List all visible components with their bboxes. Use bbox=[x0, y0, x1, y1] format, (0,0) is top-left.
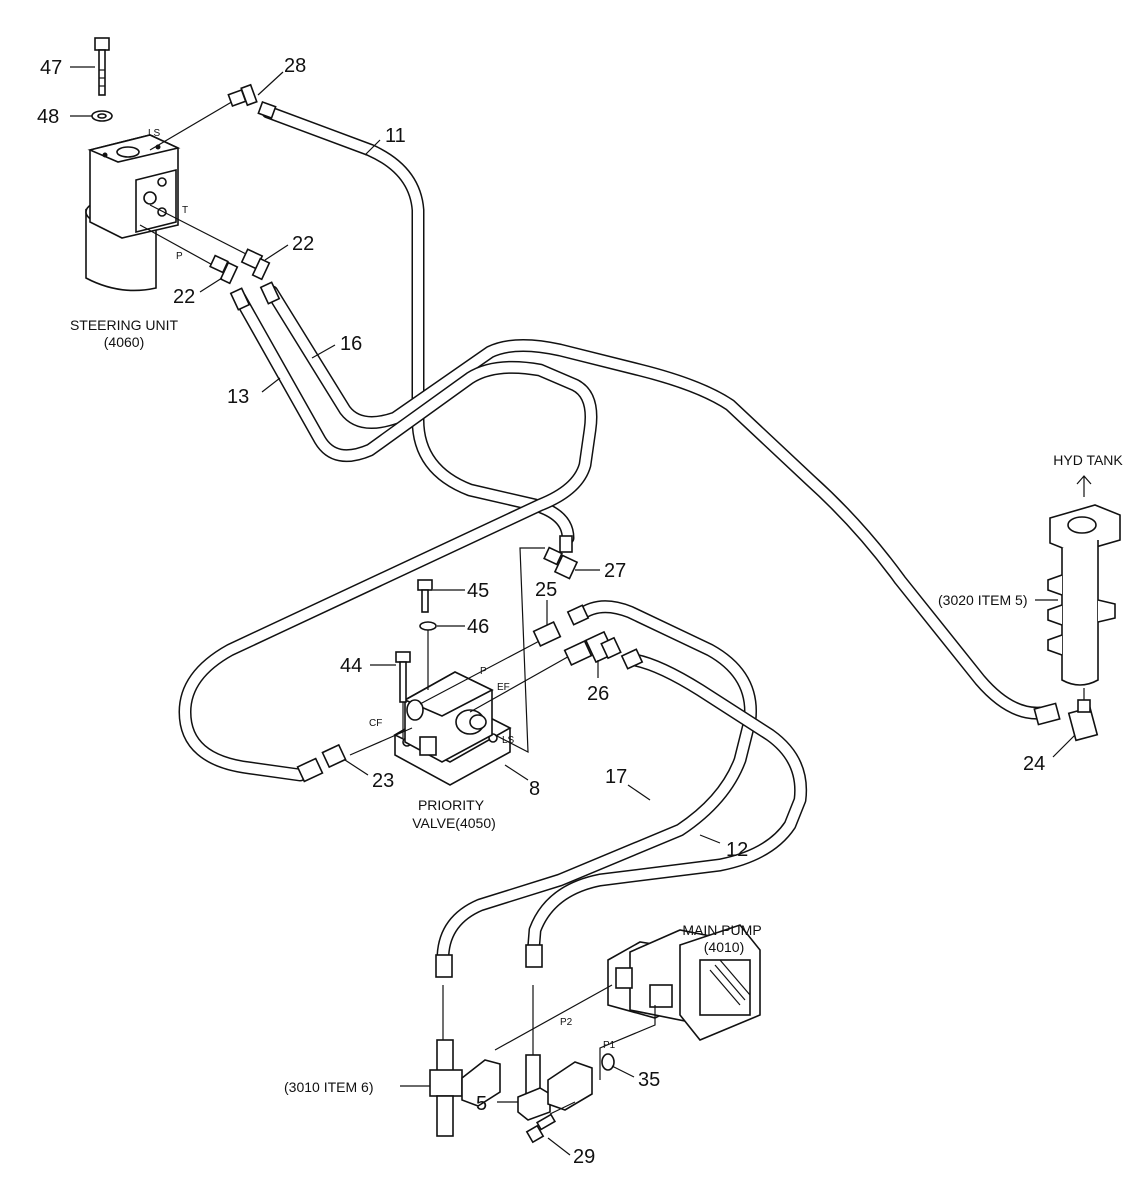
hose-end-nuts-pump bbox=[435, 944, 543, 978]
fitting-26 bbox=[563, 630, 622, 666]
main-pump bbox=[494, 924, 761, 1080]
leader-lines bbox=[70, 66, 1076, 1156]
priority-valve-code: VALVE(4050) bbox=[412, 815, 496, 831]
priority-valve bbox=[349, 547, 581, 786]
callout-46: 46 bbox=[467, 616, 489, 638]
steering-unit bbox=[85, 99, 249, 292]
fitting-22-upper bbox=[240, 248, 271, 281]
callout-16: 16 bbox=[340, 333, 362, 355]
fitting-24 bbox=[1033, 699, 1099, 742]
port-p1-pump: P1 bbox=[603, 1040, 616, 1051]
tank-ref-label: (3020 ITEM 5) bbox=[938, 592, 1027, 608]
bolt-29 bbox=[525, 1113, 557, 1144]
port-ef-valve: EF bbox=[497, 682, 510, 693]
fitting-22-lower bbox=[209, 254, 239, 285]
steering-unit-code: (4060) bbox=[104, 334, 144, 350]
callout-25: 25 bbox=[535, 579, 557, 601]
callout-44: 44 bbox=[340, 655, 362, 677]
port-t-steering: T bbox=[182, 205, 188, 216]
fitting-27 bbox=[543, 535, 579, 580]
callout-5: 5 bbox=[476, 1093, 487, 1115]
callout-12: 12 bbox=[726, 839, 748, 861]
washer-46 bbox=[419, 621, 437, 631]
callout-22-lower: 22 bbox=[173, 286, 195, 308]
hose-16 bbox=[265, 285, 1047, 720]
pump-block-5 bbox=[517, 985, 593, 1121]
main-pump-name: MAIN PUMP bbox=[682, 922, 761, 938]
hose-end-13 bbox=[229, 287, 251, 311]
hose-11 bbox=[261, 105, 575, 545]
hose-12 bbox=[526, 653, 808, 962]
callout-48: 48 bbox=[37, 106, 59, 128]
oring-35 bbox=[601, 1053, 615, 1071]
callout-26: 26 bbox=[587, 683, 609, 705]
fitting-25 bbox=[532, 621, 562, 647]
fitting-28 bbox=[227, 83, 277, 120]
pump-block-3010 bbox=[429, 985, 501, 1137]
port-ls-steering: LS bbox=[148, 128, 161, 139]
callout-22-upper: 22 bbox=[292, 233, 314, 255]
hyd-tank-manifold bbox=[1047, 475, 1121, 712]
callout-13: 13 bbox=[227, 386, 249, 408]
hyd-tank-label: HYD TANK bbox=[1053, 452, 1123, 468]
callout-23: 23 bbox=[372, 770, 394, 792]
main-pump-code: (4010) bbox=[704, 939, 744, 955]
callout-29: 29 bbox=[573, 1146, 595, 1168]
hose-end-16 bbox=[259, 281, 281, 305]
hose-17 bbox=[436, 600, 757, 962]
steering-unit-name: STEERING UNIT bbox=[70, 317, 179, 333]
callout-28: 28 bbox=[284, 55, 306, 77]
port-p2-pump: P2 bbox=[560, 1017, 573, 1028]
callout-47: 47 bbox=[40, 57, 62, 79]
callout-17: 17 bbox=[605, 766, 627, 788]
bolt-45 bbox=[417, 579, 433, 613]
callout-45: 45 bbox=[467, 580, 489, 602]
hose-13 bbox=[178, 291, 598, 782]
port-p-steering: P bbox=[176, 251, 183, 262]
callout-27: 27 bbox=[604, 560, 626, 582]
callout-8: 8 bbox=[529, 778, 540, 800]
fitting-23 bbox=[296, 743, 347, 783]
washer-48 bbox=[91, 110, 113, 122]
callout-11: 11 bbox=[385, 125, 406, 147]
pump-ref-label: (3010 ITEM 6) bbox=[284, 1079, 373, 1095]
port-p-valve: P bbox=[480, 666, 487, 677]
port-ls-valve: LS bbox=[502, 735, 515, 746]
priority-valve-name: PRIORITY bbox=[418, 797, 485, 813]
callout-35: 35 bbox=[638, 1069, 660, 1091]
bolt-47 bbox=[94, 37, 110, 96]
hose-ends-17-12 bbox=[566, 604, 644, 670]
port-cf-valve: CF bbox=[369, 718, 382, 729]
callout-24: 24 bbox=[1023, 753, 1045, 775]
bolt-44 bbox=[395, 651, 411, 703]
